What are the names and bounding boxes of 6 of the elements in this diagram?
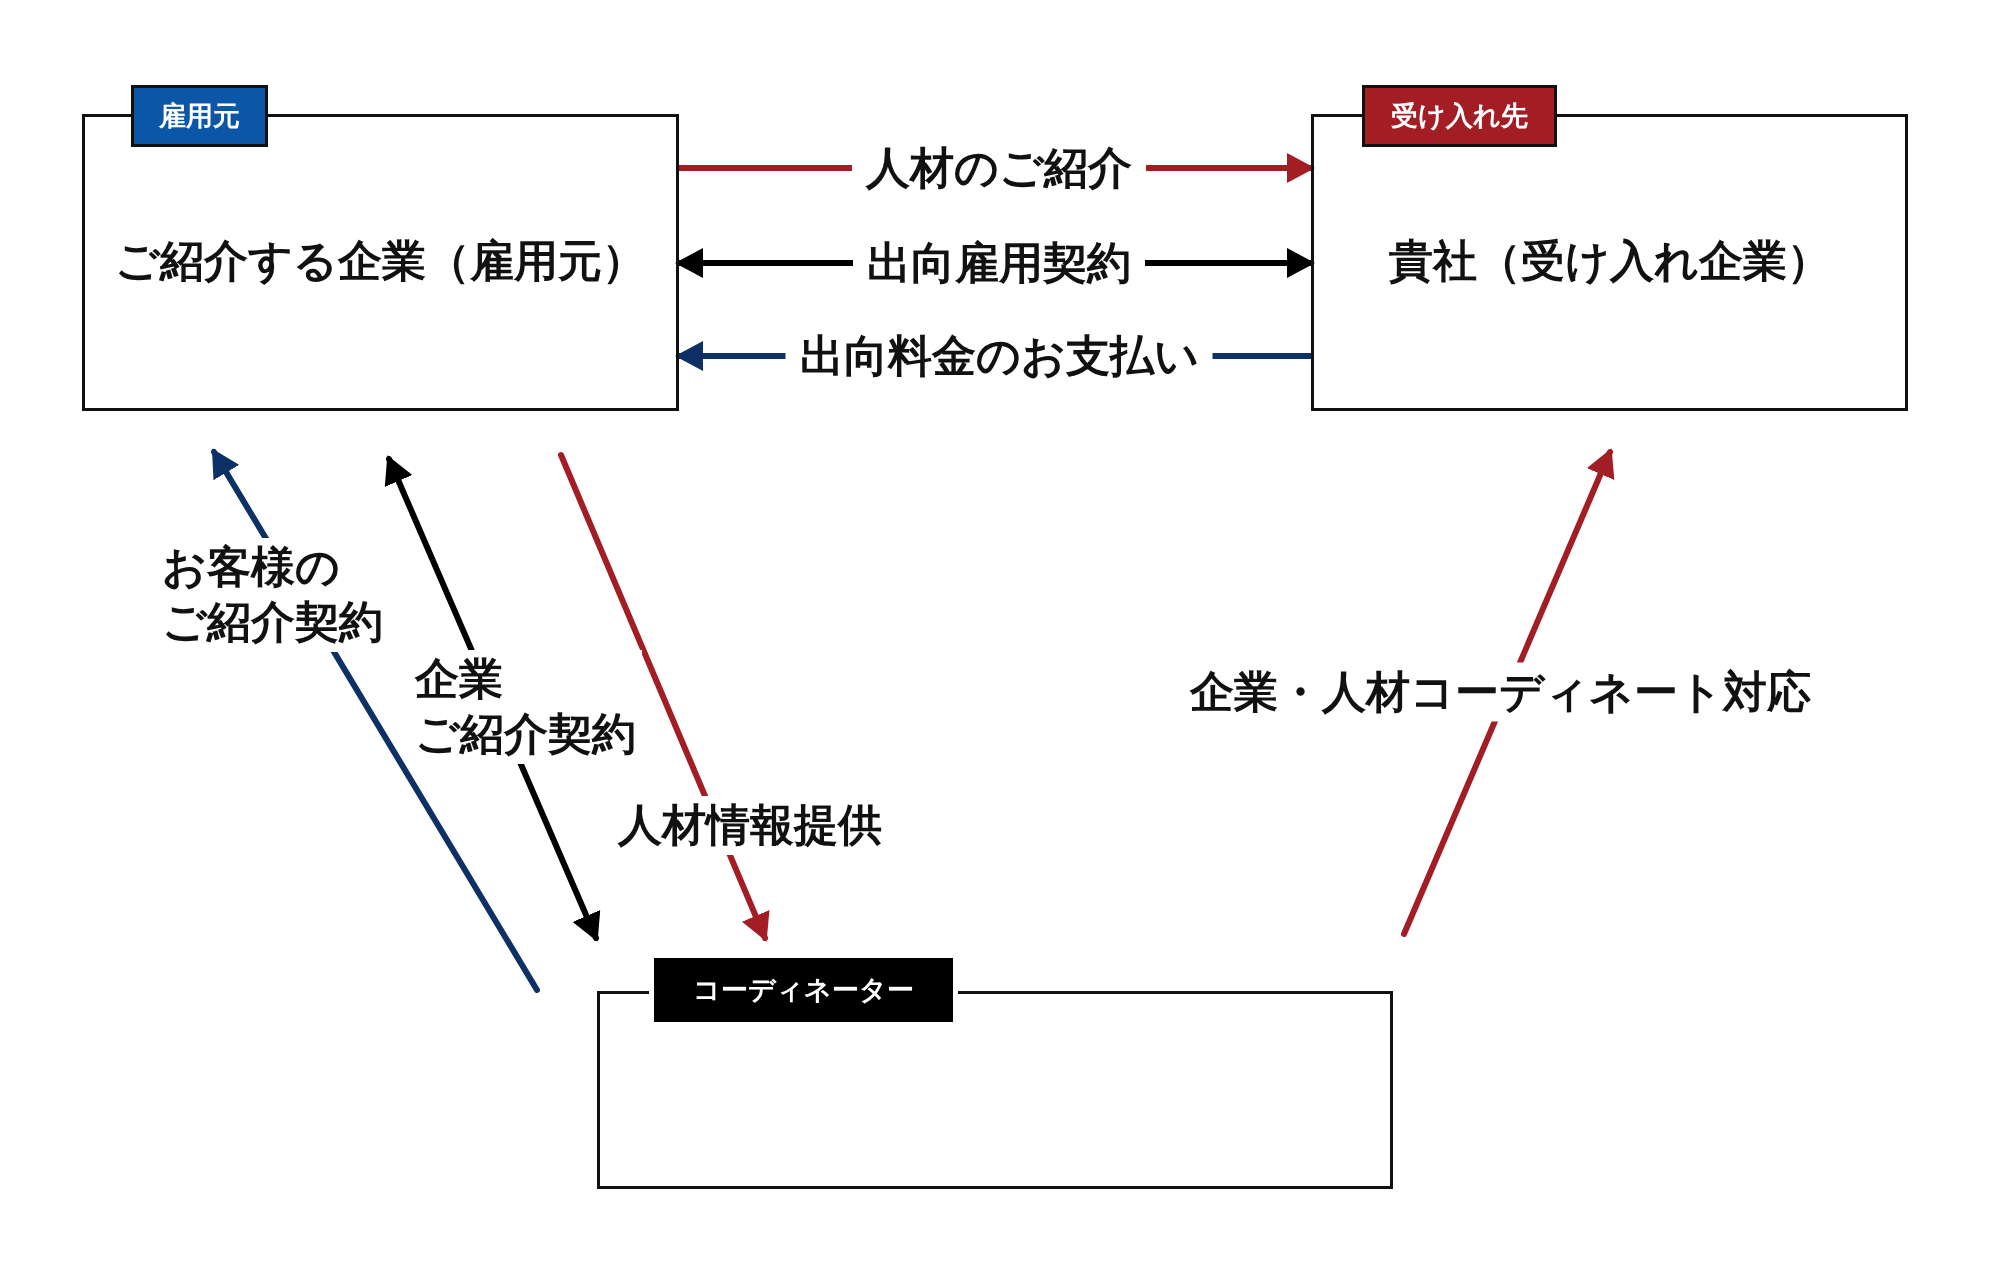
arrow — [558, 452, 770, 942]
arrow — [1401, 448, 1615, 937]
category-tag: 雇用元 — [131, 85, 268, 147]
node-title: ご紹介する企業（雇用元） — [115, 236, 646, 289]
category-tag: 受け入れ先 — [1362, 85, 1557, 147]
node-title: 貴社（受け入れ企業） — [1388, 236, 1831, 289]
